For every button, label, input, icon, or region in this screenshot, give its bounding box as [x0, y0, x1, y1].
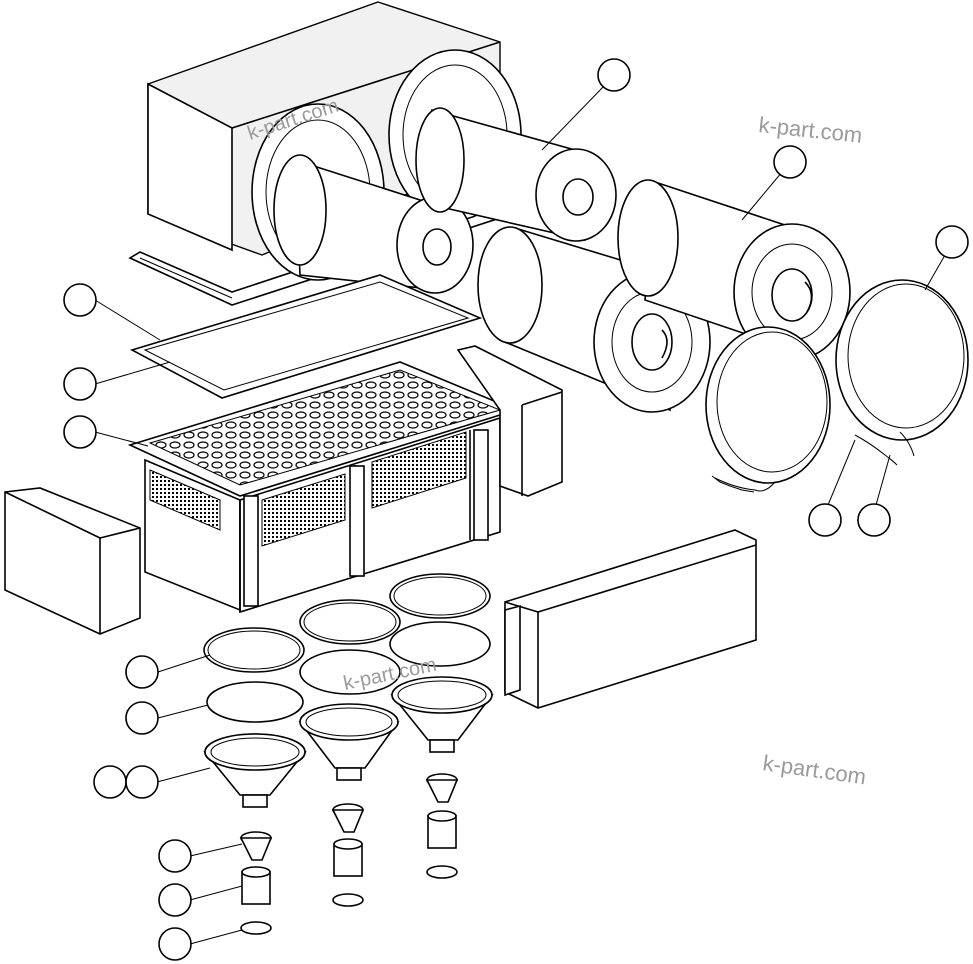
- callout-bubble: [935, 225, 969, 259]
- callouts: [63, 58, 969, 961]
- watermark-text: k-part.com: [757, 112, 863, 148]
- valve-stack-right: [425, 773, 459, 879]
- callout-bubble: [63, 415, 97, 449]
- dust-cup-right: [390, 676, 494, 753]
- callout-bubble: [125, 701, 159, 735]
- inner-filter-front: [273, 154, 474, 294]
- callout-bubble: [125, 655, 159, 689]
- callout-bubble: [773, 145, 807, 179]
- valve-stack-middle: [331, 803, 365, 907]
- callout-bubble: [597, 58, 631, 92]
- callout-bubble: [63, 367, 97, 401]
- side-panel-right: [456, 345, 563, 497]
- end-cap-front: [705, 326, 831, 493]
- callout-bubble: [158, 883, 192, 917]
- clamp-rings: [203, 573, 491, 723]
- inner-filter-rear: [415, 107, 617, 242]
- callout-bubble: [158, 927, 192, 961]
- gasket: [129, 274, 483, 399]
- valve-stack-left: [239, 831, 273, 935]
- watermark-text: k-part.com: [761, 750, 867, 789]
- bottom-panel: [504, 529, 757, 709]
- callout-bubble: [63, 283, 97, 317]
- callout-bubble: [857, 503, 891, 537]
- callout-bubble: [808, 503, 842, 537]
- callout-bubble: [93, 765, 127, 799]
- end-cap-rear: [835, 279, 969, 466]
- callout-bubble: [125, 765, 159, 799]
- callout-bubble: [158, 839, 192, 873]
- dust-cup-middle: [298, 703, 400, 781]
- dust-cup-left: [203, 733, 307, 808]
- precleaner-assembly: [127, 361, 519, 614]
- outer-filter-rear: [617, 179, 851, 361]
- side-panel-left: [4, 487, 141, 635]
